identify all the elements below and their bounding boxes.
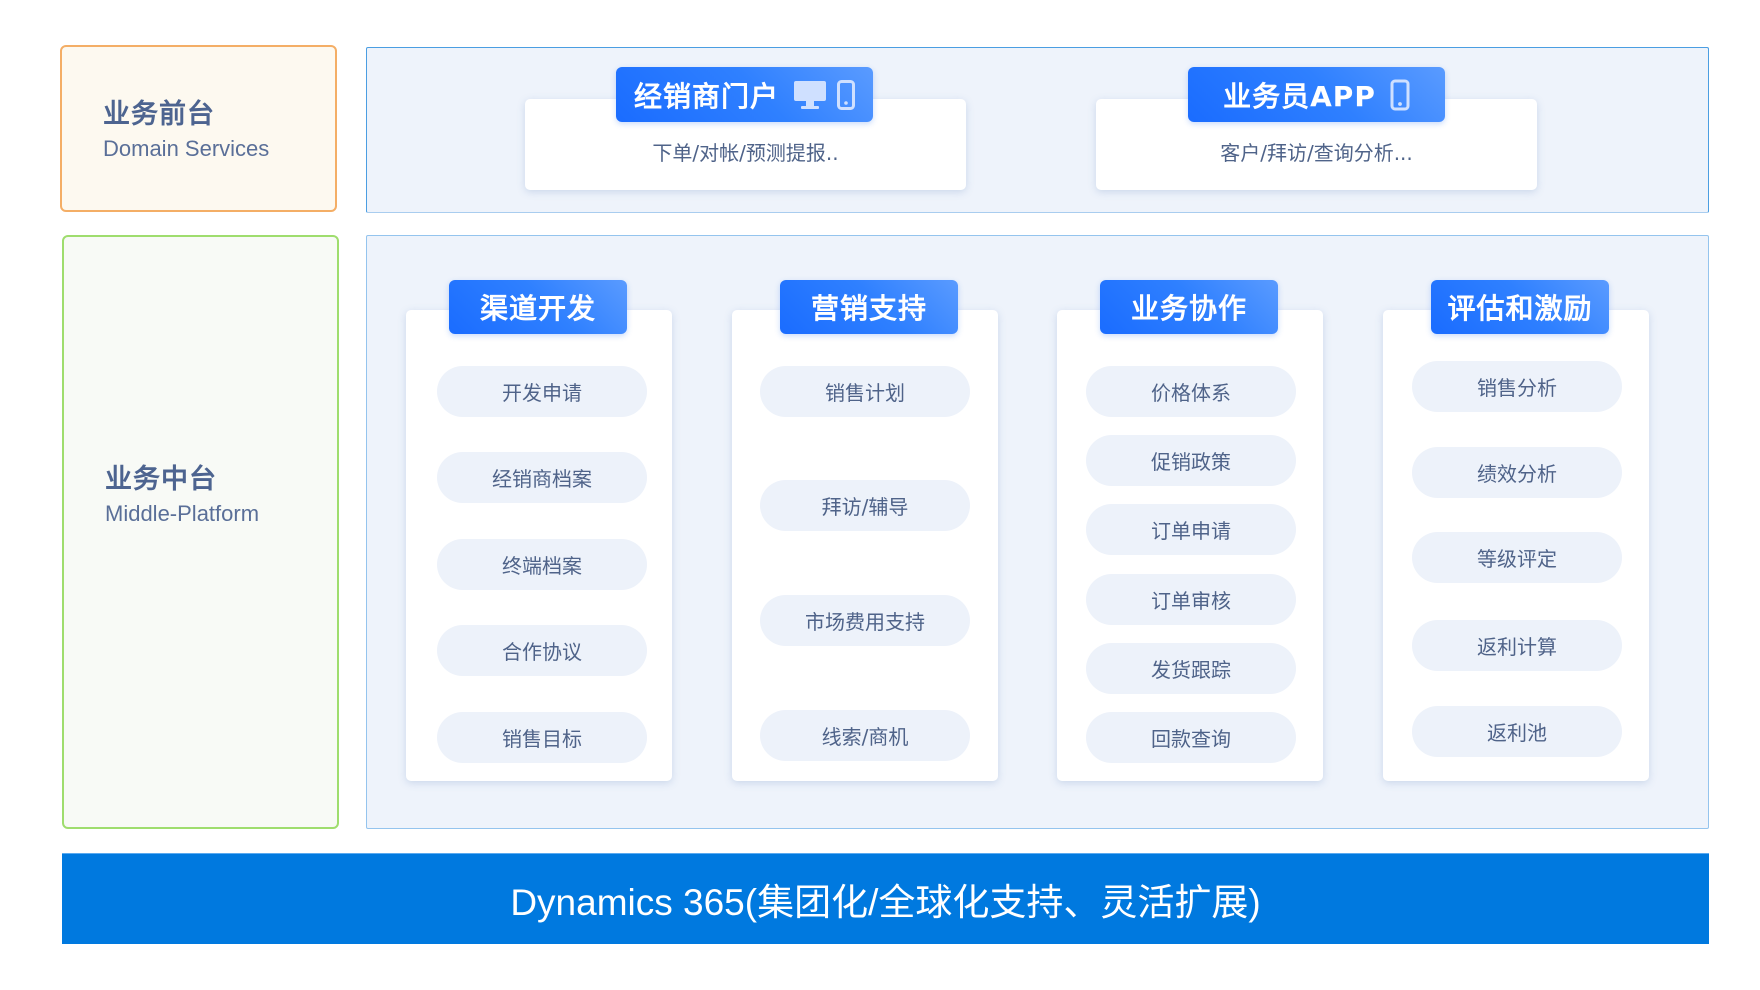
module-item[interactable]: 回款查询 [1086, 712, 1296, 763]
module-item[interactable]: 发货跟踪 [1086, 643, 1296, 694]
mobile-icon [837, 79, 855, 110]
module-item[interactable]: 市场费用支持 [760, 595, 970, 646]
module-item[interactable]: 销售计划 [760, 366, 970, 417]
module-header[interactable]: 营销支持 [780, 280, 958, 334]
middle-layer-label: 业务中台 Middle-Platform [62, 235, 339, 829]
front-layer-title: 业务前台 [103, 99, 215, 130]
front-layer-subtitle: Domain Services [103, 136, 270, 161]
module-item[interactable]: 开发申请 [437, 366, 647, 417]
portal-description: 下单/对帐/预测提报.. [652, 141, 839, 165]
module-item[interactable]: 经销商档案 [437, 452, 647, 503]
foundation-bar: Dynamics 365(集团化/全球化支持、灵活扩展) [62, 853, 1709, 944]
module-item[interactable]: 等级评定 [1412, 532, 1622, 583]
foundation-label: Dynamics 365(集团化/全球化支持、灵活扩展) [510, 882, 1261, 923]
front-layer-label: 业务前台 Domain Services [60, 45, 337, 212]
module-item[interactable]: 订单申请 [1086, 504, 1296, 555]
module-item[interactable]: 终端档案 [437, 539, 647, 590]
module-item[interactable]: 线索/商机 [760, 710, 970, 761]
module-item[interactable]: 订单审核 [1086, 574, 1296, 625]
module-item[interactable]: 绩效分析 [1412, 447, 1622, 498]
mobile-icon [1390, 79, 1410, 110]
module-item[interactable]: 销售目标 [437, 712, 647, 763]
portal-title: 经销商门户 [633, 79, 779, 113]
middle-layer-subtitle: Middle-Platform [105, 501, 260, 526]
module-header[interactable]: 评估和激励 [1431, 280, 1609, 334]
module-item[interactable]: 价格体系 [1086, 366, 1296, 417]
module-item[interactable]: 返利池 [1412, 706, 1622, 757]
desktop-icon [794, 80, 826, 109]
middle-layer-title: 业务中台 [105, 464, 217, 495]
module-item[interactable]: 合作协议 [437, 625, 647, 676]
portal-description: 客户/拜访/查询分析... [1220, 141, 1413, 165]
module-header[interactable]: 渠道开发 [449, 280, 627, 334]
portal-header-dealer[interactable]: 经销商门户 [616, 67, 873, 122]
module-item[interactable]: 促销政策 [1086, 435, 1296, 486]
module-item[interactable]: 返利计算 [1412, 620, 1622, 671]
portal-title: 业务员APP [1223, 79, 1376, 113]
module-item[interactable]: 销售分析 [1412, 361, 1622, 412]
portal-header-sales-app[interactable]: 业务员APP [1188, 67, 1445, 122]
module-item[interactable]: 拜访/辅导 [760, 480, 970, 531]
module-header[interactable]: 业务协作 [1100, 280, 1278, 334]
